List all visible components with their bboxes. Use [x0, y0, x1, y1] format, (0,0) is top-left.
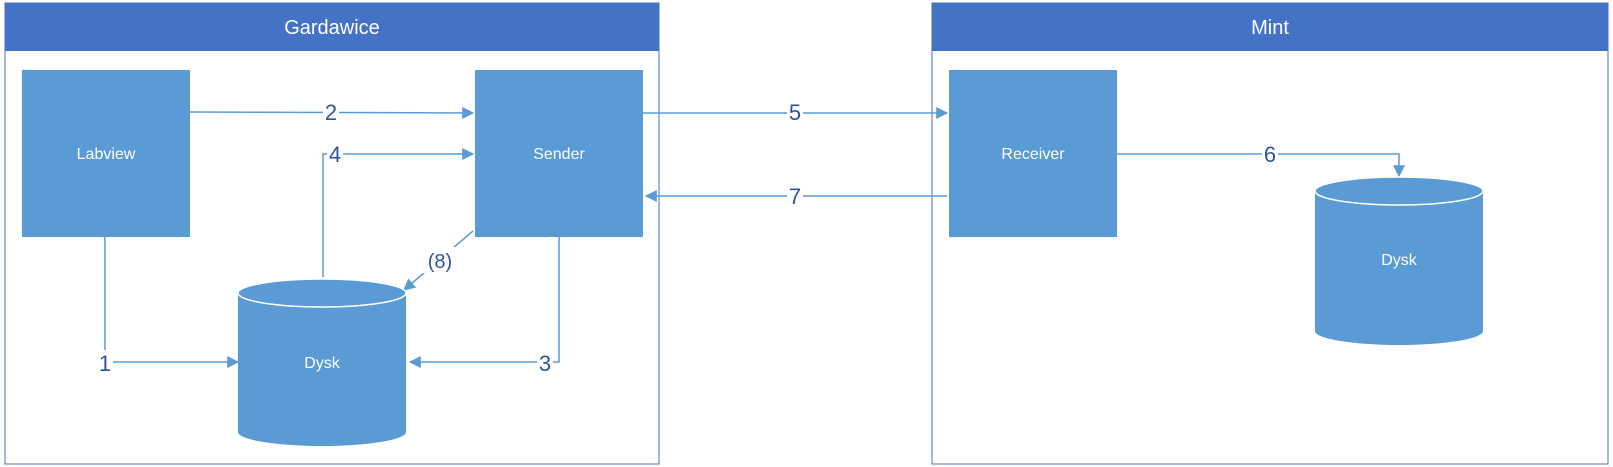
node-dysk-left-body [238, 293, 406, 446]
node-labview-label: Labview [77, 146, 136, 163]
node-receiver: Receiver [949, 70, 1117, 237]
node-dysk-right: Dysk [1314, 176, 1484, 345]
node-dysk-right-top [1314, 176, 1484, 206]
edge-5-label: 5 [789, 100, 801, 125]
edge-3 [408, 237, 560, 368]
group-gardawice-title: Gardawice [284, 17, 380, 39]
node-dysk-left-label: Dysk [304, 355, 341, 372]
node-labview-box [22, 70, 190, 237]
node-labview: Labview [22, 70, 190, 237]
node-receiver-label: Receiver [1001, 146, 1065, 163]
edge-1-label: 1 [99, 351, 111, 376]
group-mint-header [932, 3, 1608, 51]
edge-4 [322, 148, 475, 277]
node-sender-box [475, 70, 643, 237]
edge-6-label: 6 [1264, 142, 1276, 167]
group-mint-title: Mint [1251, 17, 1289, 39]
edge-8-label: (8) [428, 251, 452, 273]
node-receiver-box [949, 70, 1117, 237]
group-gardawice-header [5, 3, 659, 51]
edge-7-label: 7 [789, 184, 801, 209]
edge-6 [1116, 153, 1405, 178]
edge-2-label: 2 [325, 100, 337, 125]
node-dysk-left-top [237, 278, 407, 308]
edge-labels: 1 2 3 4 5 6 7 (8) [97, 99, 1278, 376]
edge-4-label: 4 [329, 142, 341, 167]
node-dysk-left: Dysk [237, 278, 407, 446]
node-sender: Sender [475, 70, 643, 237]
node-sender-label: Sender [533, 146, 585, 163]
node-dysk-right-label: Dysk [1381, 252, 1418, 269]
node-dysk-right-body [1315, 191, 1483, 345]
edge-3-label: 3 [539, 351, 551, 376]
